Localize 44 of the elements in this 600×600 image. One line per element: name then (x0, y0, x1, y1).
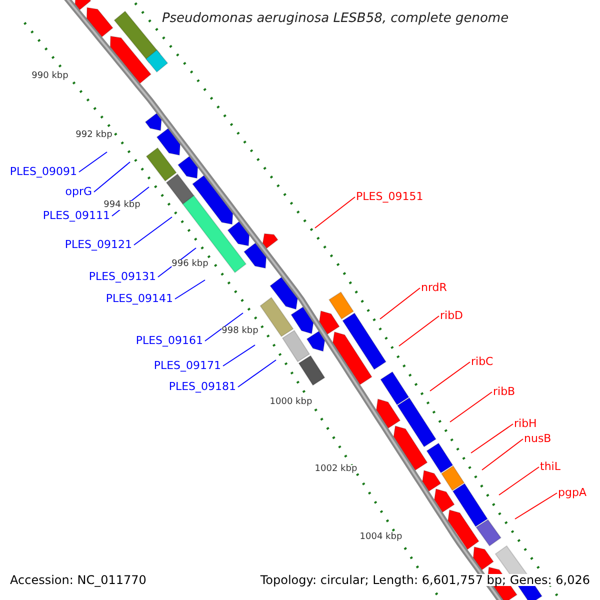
gene-label: thiL (540, 461, 560, 472)
gene-label: PLES_09161 (136, 335, 203, 346)
leader-line (498, 466, 540, 496)
gene-label: PLES_09131 (88, 271, 156, 282)
leader-line (174, 280, 206, 300)
gene-label: oprG (65, 186, 92, 197)
scale-label: 1000 kbp (270, 398, 312, 407)
scale-label: 996 kbp (172, 260, 208, 269)
leader-line (134, 216, 172, 246)
gene-label: PLES_09181 (168, 381, 236, 392)
scale-label: 990 kbp (32, 72, 68, 81)
leader-line (514, 492, 558, 520)
gene-label: nrdR (421, 282, 447, 293)
gene-label: PLES_09171 (154, 360, 221, 371)
scale-label: 998 kbp (222, 327, 258, 336)
scale-label: 1004 kbp (360, 533, 402, 542)
leader-line (380, 288, 420, 320)
footer-text: Topology: circular; Length: 6,601,757 bp; Genes: 6,026 (260, 574, 590, 586)
scale-label: 992 kbp (76, 131, 112, 140)
leader-line (222, 344, 256, 366)
gene-label: PLES_09091 (10, 166, 77, 177)
leader-line (314, 196, 356, 228)
footer-text: Accession: NC_011770 (10, 574, 146, 586)
gene-label: nusB (524, 433, 552, 444)
leader-line (78, 152, 108, 172)
leader-line (94, 162, 130, 192)
gene-label: PLES_09141 (106, 293, 173, 304)
gene-label: ribB (493, 386, 516, 397)
scale-label: 994 kbp (104, 201, 140, 210)
scale-label: 1002 kbp (314, 465, 358, 474)
leader-line (204, 312, 244, 342)
gene-label: ribH (514, 418, 537, 429)
gene-label: PLES_09111 (42, 210, 110, 221)
leader-line (470, 424, 514, 454)
leader-line (238, 360, 276, 388)
gene-label: ribD (440, 310, 464, 321)
gene-label: ribC (471, 356, 494, 367)
gene-label: pgpA (558, 487, 586, 498)
gene-label: PLES_09121 (64, 239, 132, 250)
leader-line (482, 438, 524, 470)
gene-label: PLES_09151 (356, 191, 424, 202)
leader-line (430, 362, 470, 392)
leader-line (398, 316, 440, 346)
leader-line (450, 392, 492, 422)
